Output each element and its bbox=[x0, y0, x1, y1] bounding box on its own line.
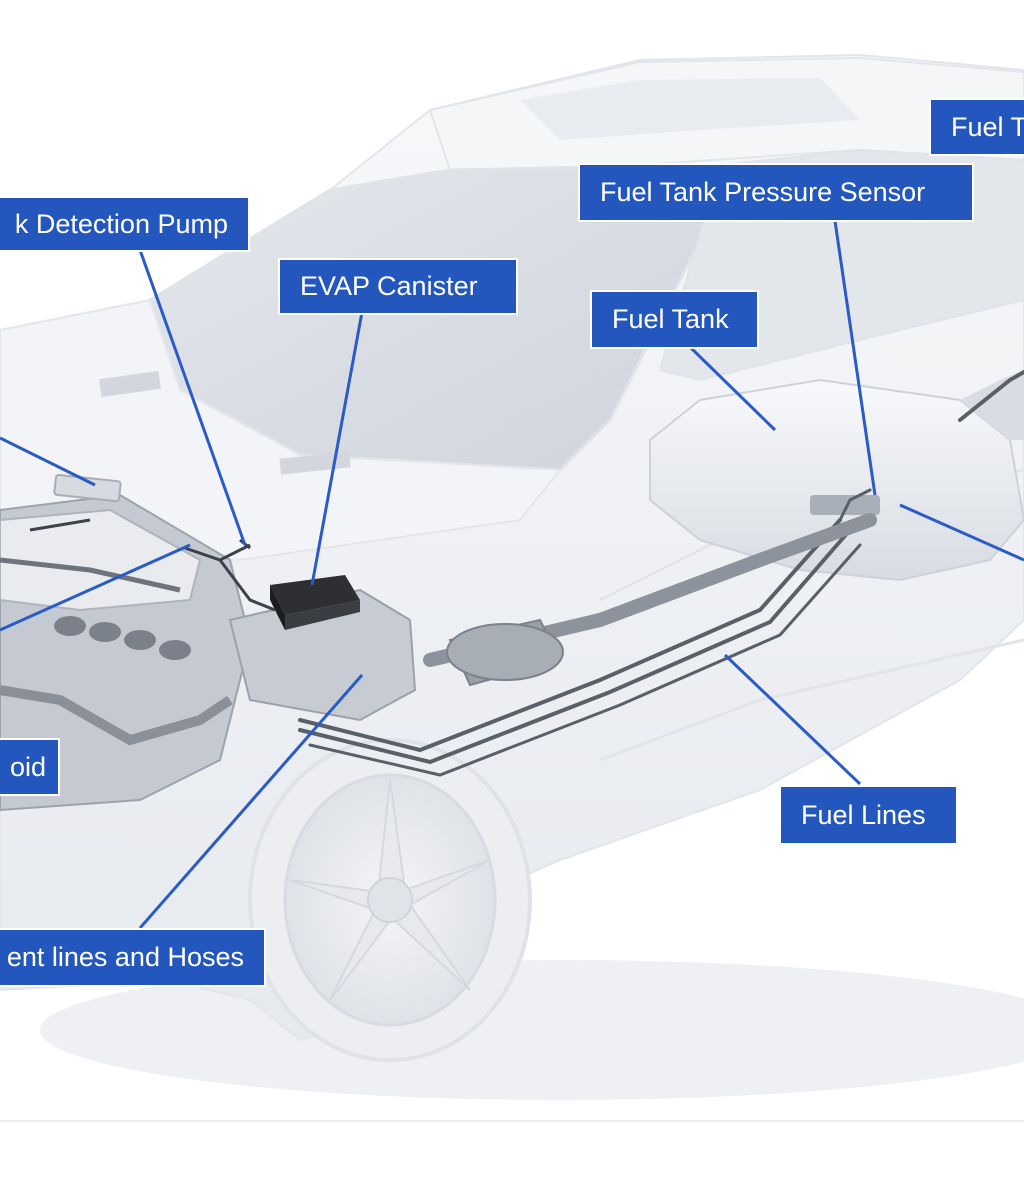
fuel-lines bbox=[298, 370, 1024, 777]
label-fuel-tank-pressure-sensor-text: Fuel Tank Pressure Sensor bbox=[600, 177, 926, 207]
label-evap-canister: EVAP Canister bbox=[278, 258, 518, 315]
label-vent-lines-and-hoses: ent lines and Hoses bbox=[0, 928, 266, 987]
leader-lines bbox=[0, 220, 1024, 929]
label-solenoid-text: oid bbox=[9, 751, 46, 782]
label-fuel-lines-text: Fuel Lines bbox=[801, 799, 926, 830]
label-fuel-tank-pressure-sensor: Fuel Tank Pressure Sensor bbox=[578, 163, 974, 222]
leader-left-upper bbox=[0, 436, 96, 487]
label-leak-detection-pump-text: k Detection Pump bbox=[14, 208, 228, 239]
evap-canister bbox=[270, 575, 360, 630]
leader-leak-pump bbox=[138, 249, 247, 546]
hood-vent bbox=[99, 370, 161, 398]
fuel-pump-module bbox=[810, 495, 880, 515]
label-fuel-tank: Fuel Tank bbox=[590, 290, 759, 349]
sunroof bbox=[520, 78, 860, 140]
leader-right-edge bbox=[899, 503, 1024, 562]
transmission bbox=[228, 588, 417, 722]
rocker-line bbox=[599, 638, 1024, 762]
label-fuel-lines: Fuel Lines bbox=[779, 785, 958, 845]
leader-left-mid bbox=[0, 543, 191, 632]
label-vent-lines-and-hoses-text: ent lines and Hoses bbox=[6, 942, 244, 972]
leader-fuel-tank bbox=[688, 345, 777, 432]
label-fuel-tank-text: Fuel Tank bbox=[612, 304, 729, 334]
muffler bbox=[423, 513, 877, 687]
front-wheel bbox=[248, 738, 532, 1062]
fuel-tank bbox=[649, 370, 1024, 582]
label-evap-canister-text: EVAP Canister bbox=[300, 271, 478, 301]
label-fuel-tank-right: Fuel T bbox=[929, 98, 1024, 156]
label-leak-detection-pump: k Detection Pump bbox=[0, 196, 250, 252]
bottom-divider bbox=[0, 1120, 1024, 1122]
leader-vent-lines bbox=[138, 674, 364, 929]
label-solenoid: oid bbox=[0, 738, 60, 796]
engine-block bbox=[0, 474, 252, 812]
leader-fuel-lines bbox=[723, 653, 862, 786]
leader-evap-canister bbox=[310, 311, 364, 586]
label-fuel-tank-right-text: Fuel T bbox=[951, 111, 1024, 142]
leader-pressure-sensor bbox=[833, 220, 877, 496]
